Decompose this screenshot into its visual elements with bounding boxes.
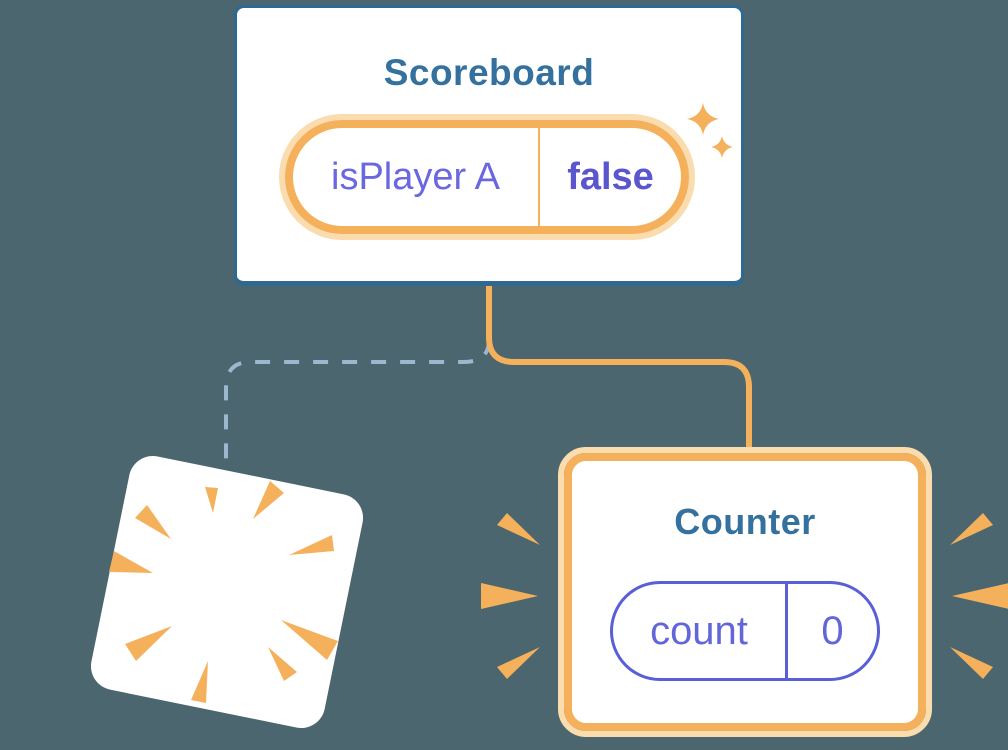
scoreboard-component-card: Scoreboard isPlayer A false (234, 5, 744, 286)
poof-burst-icon (90, 455, 364, 729)
preserved-state-connector (486, 283, 752, 453)
burst-ray-icon (268, 647, 297, 681)
pill-divider (538, 128, 540, 226)
burst-ray-icon (289, 535, 334, 555)
state-value-label: false (567, 155, 654, 198)
counter-title: Counter (674, 501, 816, 542)
burst-ray-icon (125, 626, 172, 661)
burst-ray-icon (109, 551, 153, 573)
burst-ray-icon (253, 481, 284, 519)
removed-branch-dashed-connector (224, 339, 491, 460)
pill-divider (785, 584, 788, 678)
emphasis-rays-right-icon (950, 513, 1008, 679)
state-value-label: 0 (821, 608, 844, 653)
sparkles-icon (687, 103, 733, 158)
emphasis-rays-left-icon (481, 513, 540, 679)
counter-state-pill: count 0 (610, 581, 880, 681)
scoreboard-state-pill: isPlayer A false (279, 114, 695, 240)
state-key-label: isPlayer A (331, 155, 500, 198)
burst-ray-icon (281, 620, 338, 660)
state-key-label: count (650, 608, 748, 653)
scoreboard-title: Scoreboard (383, 52, 595, 93)
destroyed-component-card (90, 455, 364, 729)
burst-ray-icon (205, 487, 218, 513)
burst-ray-icon (135, 505, 171, 539)
burst-ray-icon (191, 661, 208, 703)
counter-component-card: Counter count 0 (558, 447, 932, 737)
